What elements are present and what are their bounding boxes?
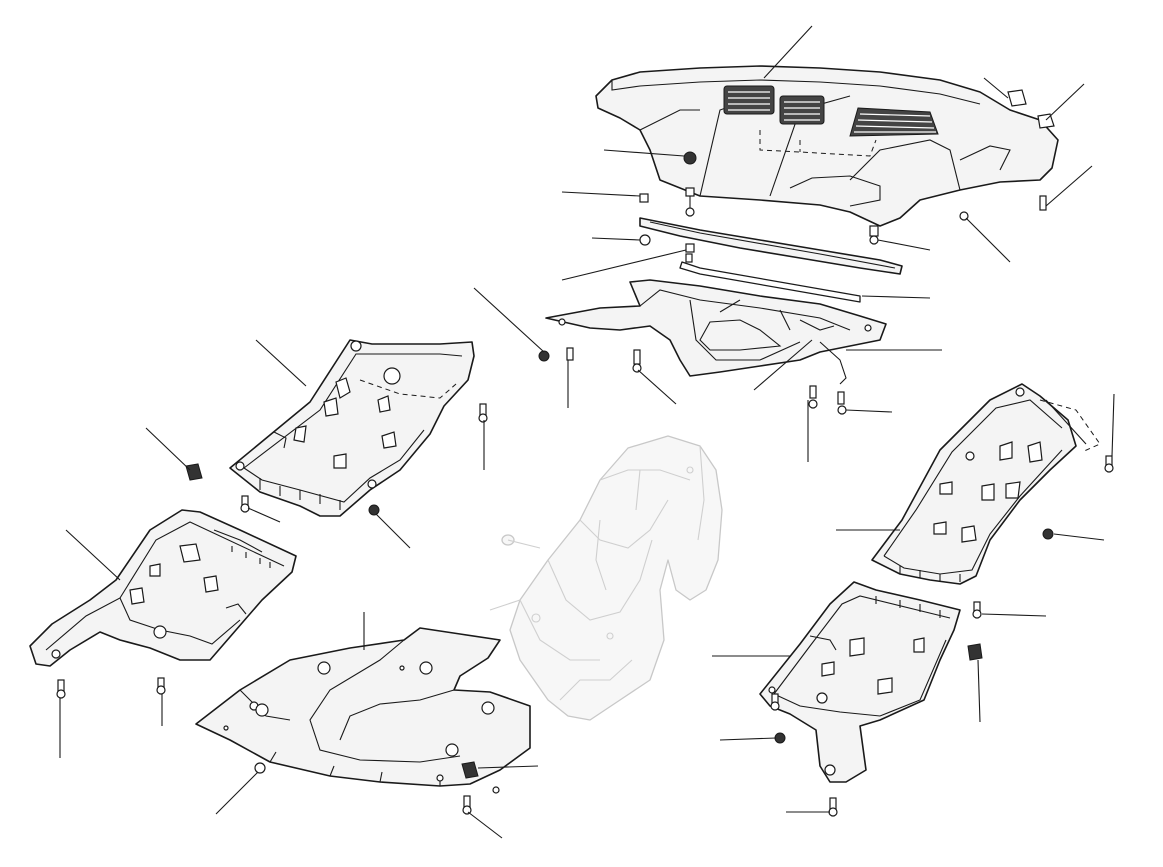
front-crossmember-strip (639, 217, 903, 303)
screw (685, 187, 695, 197)
clip-nut (683, 151, 697, 165)
right-front-shield (871, 383, 1101, 585)
transmission-tunnel (489, 435, 723, 721)
spring-nut (1007, 89, 1027, 107)
front-underbody-shield (595, 65, 1059, 227)
left-rear-shield (29, 509, 297, 667)
shield-vent-grille (723, 85, 939, 137)
tunnel-clip (501, 534, 541, 549)
right-rear-shield (759, 581, 961, 783)
fasteners (56, 89, 1114, 817)
left-front-shield (229, 339, 475, 517)
front-subframe-panel (545, 279, 887, 385)
callout-leader-lines (59, 25, 1115, 839)
